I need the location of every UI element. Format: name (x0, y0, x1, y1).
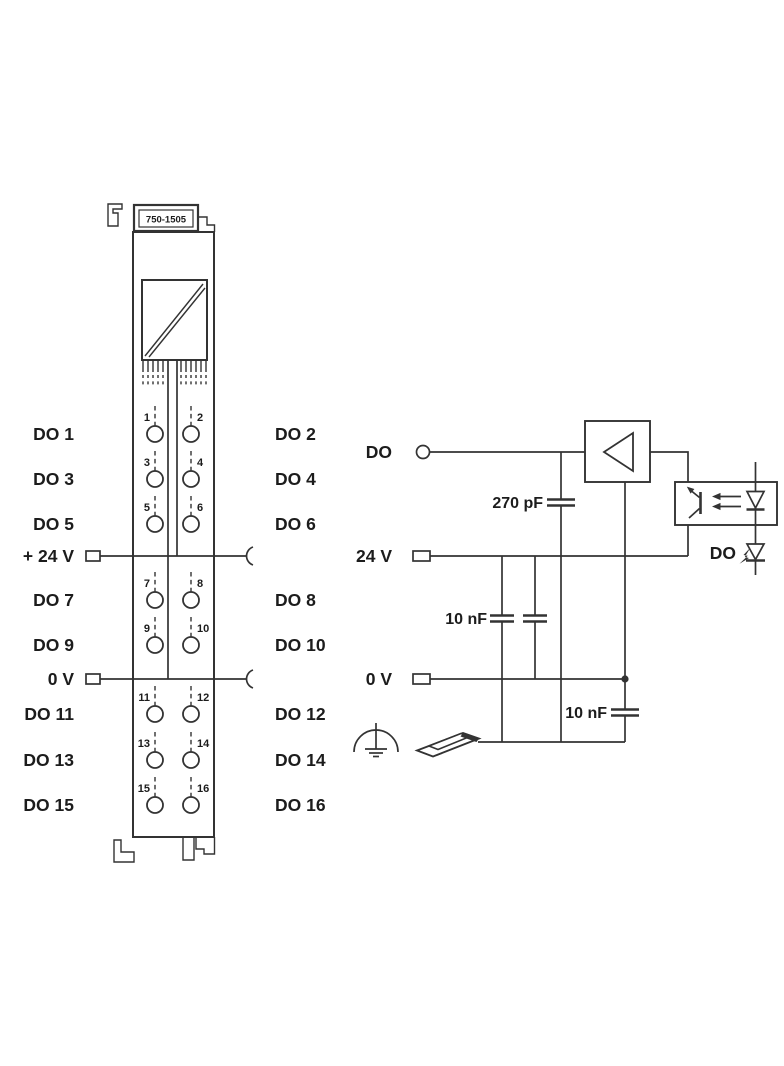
module-left-labels: DO 1 DO 3 DO 5 + 24 V DO 7 DO 9 0 V DO 1… (23, 424, 74, 815)
terminal-number: 2 (197, 412, 203, 424)
terminal-contacts (146, 425, 200, 814)
cap-10nf-output-label: 10 nF (565, 705, 607, 722)
terminal-contact-14 (182, 751, 200, 769)
channel-label-do14: DO 14 (275, 750, 326, 770)
channel-label-do2: DO 2 (275, 424, 316, 444)
terminal-contact-1 (146, 425, 164, 443)
amplifier-icon (602, 431, 634, 473)
channel-label-do6: DO 6 (275, 514, 316, 534)
supply-label-0v: 0 V (48, 669, 75, 689)
pin-comb-dashes (142, 375, 207, 385)
part-number-inner-box (138, 209, 194, 228)
module-bottom-hook (113, 839, 135, 863)
status-led-label: DO (710, 543, 736, 563)
terminal-number: 13 (138, 738, 150, 750)
channel-label-do11: DO 11 (24, 704, 74, 724)
terminal-numbers: 1 2 3 4 5 6 7 8 9 10 11 12 13 14 15 16 (138, 412, 210, 795)
terminal-number: 5 (144, 502, 150, 514)
cap-270pf-label: 270 pF (492, 495, 543, 512)
channel-label-do4: DO 4 (275, 469, 316, 489)
module-right-labels: DO 2 DO 4 DO 6 DO 8 DO 10 DO 12 DO 14 DO… (275, 424, 326, 815)
phototransistor-icon (686, 486, 702, 519)
channel-label-do5: DO 5 (33, 514, 74, 534)
electronics-diagonal-2 (148, 287, 206, 358)
terminal-24v-connector (85, 550, 101, 562)
part-number: 750-1505 (146, 215, 187, 226)
terminal-number: 6 (197, 502, 203, 514)
terminal-contact-9 (146, 636, 164, 654)
supply-0v-label: 0 V (366, 669, 393, 689)
io-module-drawing: 750-1505 (23, 203, 326, 863)
electronics-diagonal-1 (144, 283, 204, 357)
terminal-number: 11 (138, 692, 150, 704)
channel-label-do8: DO 8 (275, 590, 316, 610)
terminal-number: 3 (144, 457, 150, 469)
channel-circuit-diagram: DO 270 pF 24 V 10 nF 0 V (353, 420, 778, 758)
module-top-step (198, 216, 216, 232)
terminal-contact-16 (182, 796, 200, 814)
status-led-icon (739, 543, 766, 564)
din-rail-icon (414, 732, 482, 758)
terminal-number: 10 (197, 623, 209, 635)
earth-ground-icon (353, 723, 399, 758)
terminal-number: 7 (144, 578, 150, 590)
terminal-number: 15 (138, 783, 150, 795)
power-jumper-contact-24v-icon (245, 546, 254, 566)
terminal-contact-8 (182, 591, 200, 609)
supply-0v-terminal-icon (412, 673, 431, 685)
channel-label-do9: DO 9 (33, 635, 74, 655)
terminal-contact-10 (182, 636, 200, 654)
terminal-number: 14 (197, 738, 210, 750)
module-top-hook (107, 203, 123, 227)
terminal-number: 8 (197, 578, 203, 590)
terminal-number: 9 (144, 623, 150, 635)
channel-label-do3: DO 3 (33, 469, 74, 489)
supply-24v-terminal-icon (412, 550, 431, 562)
module-bottom-step (195, 837, 216, 855)
terminal-contact-7 (146, 591, 164, 609)
terminal-contact-12 (182, 705, 200, 723)
do-input-label: DO (366, 442, 392, 462)
module-bottom-tab (182, 837, 195, 861)
terminal-number: 1 (144, 412, 150, 424)
supply-24v-label: 24 V (356, 546, 392, 566)
terminal-stems (154, 406, 192, 797)
terminal-number: 12 (197, 692, 209, 704)
terminal-contact-5 (146, 515, 164, 533)
channel-label-do12: DO 12 (275, 704, 326, 724)
cap-10nf-supply-label: 10 nF (445, 611, 487, 628)
channel-label-do7: DO 7 (33, 590, 74, 610)
lightning-icon (739, 547, 751, 564)
power-jumper-contact-0v-icon (245, 669, 254, 689)
terminal-contact-11 (146, 705, 164, 723)
terminal-contact-3 (146, 470, 164, 488)
channel-label-do10: DO 10 (275, 635, 326, 655)
channel-label-do13: DO 13 (23, 750, 74, 770)
terminal-contact-2 (182, 425, 200, 443)
channel-label-do15: DO 15 (23, 795, 74, 815)
channel-label-do16: DO 16 (275, 795, 326, 815)
terminal-contact-4 (182, 470, 200, 488)
terminal-number: 4 (197, 457, 204, 469)
terminal-contact-6 (182, 515, 200, 533)
terminal-contact-13 (146, 751, 164, 769)
terminal-number: 16 (197, 783, 209, 795)
light-arrows-icon (712, 492, 741, 511)
pin-comb (142, 360, 207, 372)
terminal-0v-connector (85, 673, 101, 685)
supply-label-24v: + 24 V (23, 546, 74, 566)
terminal-contact-15 (146, 796, 164, 814)
channel-label-do1: DO 1 (33, 424, 74, 444)
do-input-terminal-icon (415, 444, 431, 460)
